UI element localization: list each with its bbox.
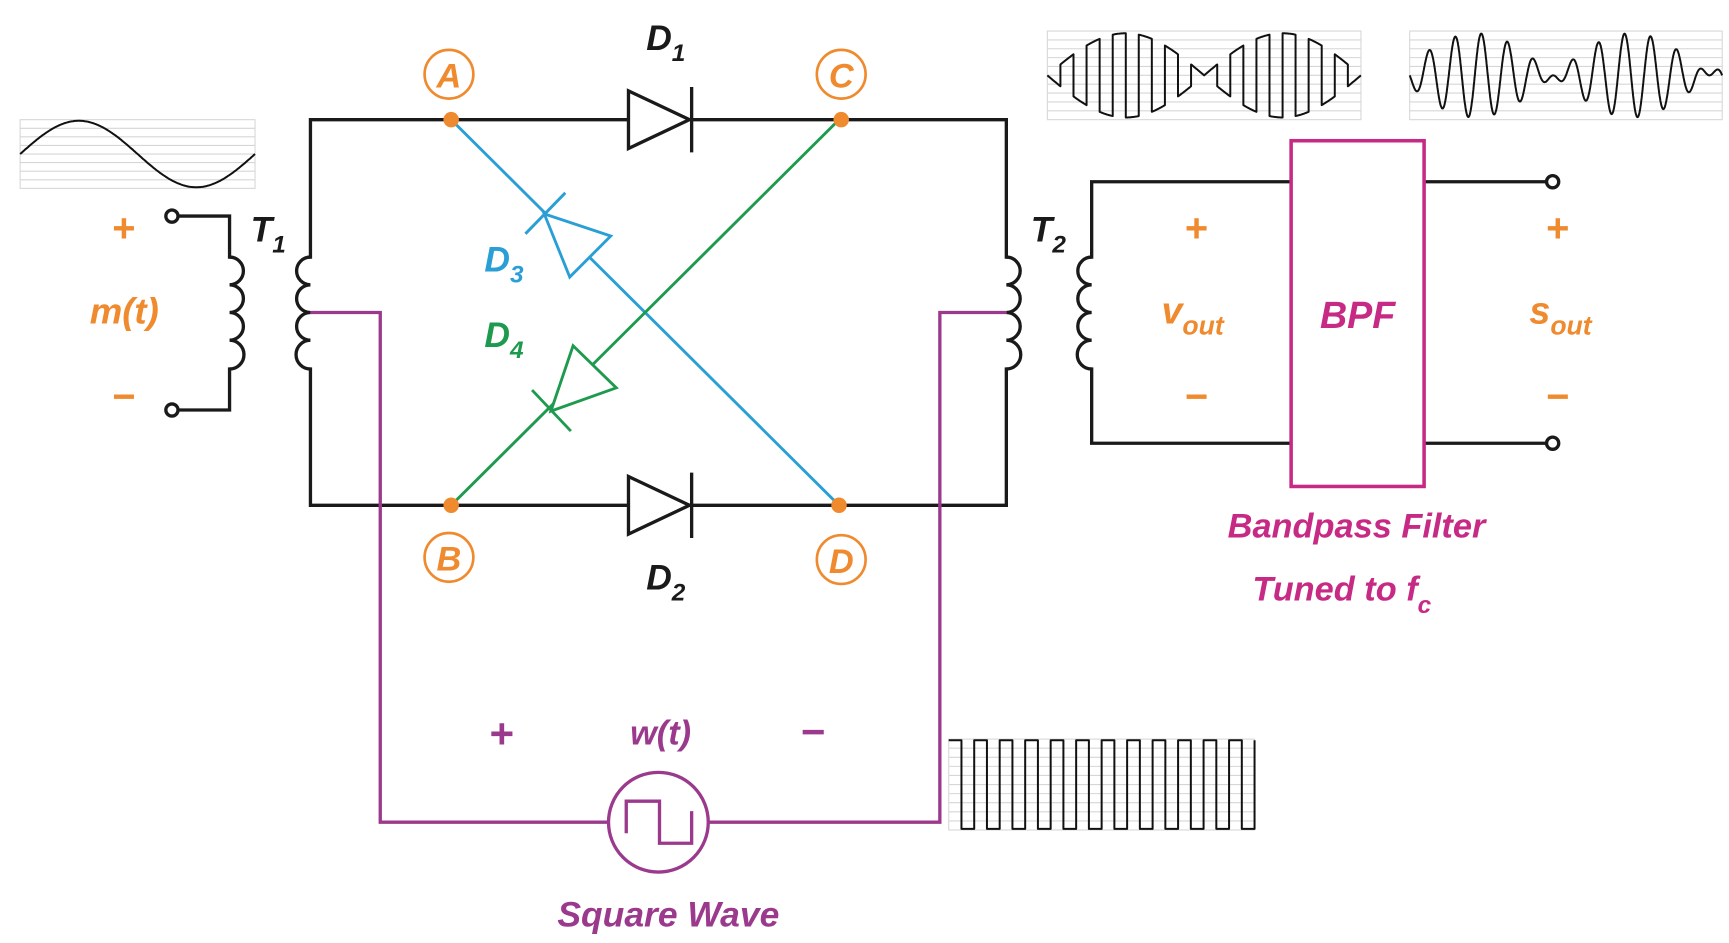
- square-wave-icon: [624, 799, 694, 845]
- t2-label: T2: [1031, 210, 1067, 259]
- d4-cathode-bar: [531, 389, 572, 433]
- t1-label: T1: [251, 210, 286, 259]
- input-top-wire: [175, 214, 232, 259]
- plot-gridlines: [20, 127, 256, 181]
- input-minus-terminal[interactable]: [164, 402, 180, 418]
- center-tap-left-wire: [310, 310, 608, 824]
- d3-cathode-bar: [524, 191, 567, 235]
- vout-bottom-wire: [1090, 367, 1293, 445]
- vout-label: vout: [1161, 290, 1224, 341]
- input-minus-sign: −: [112, 375, 135, 419]
- node-b-ring: [423, 531, 475, 584]
- plot-gridlines: [1409, 39, 1723, 112]
- bpf-caption-line1: Bandpass Filter: [1228, 507, 1487, 545]
- node-d-label: D: [829, 543, 854, 581]
- bpf-box: [1289, 138, 1426, 489]
- vout-minus-sign: −: [1184, 375, 1207, 419]
- input-plus-sign: +: [112, 207, 135, 251]
- node-b-label: B: [437, 541, 462, 579]
- bpf-label: BPF: [1320, 294, 1396, 336]
- message-sine-wave: [19, 119, 256, 189]
- d4-wire-b-to-c: [450, 118, 841, 507]
- source-minus-sign: −: [800, 708, 825, 755]
- node-a-ring: [423, 48, 475, 100]
- node-d[interactable]: D: [815, 497, 867, 586]
- message-waveform-plot: [19, 119, 256, 189]
- t1-secondary-coil: [294, 255, 311, 371]
- input-label-m-t: m(t): [90, 291, 159, 332]
- bandpass-filter-block[interactable]: BPF: [1289, 138, 1426, 489]
- center-tap-right-wire: [709, 310, 1007, 824]
- t2-primary-coil: [1006, 255, 1023, 371]
- square-wave-source[interactable]: [606, 770, 710, 874]
- sout-label: sout: [1529, 290, 1592, 341]
- bottom-left-wire: [308, 367, 628, 507]
- output-section: + − vout + − sout: [1090, 173, 1593, 451]
- input-port: + − m(t): [90, 207, 232, 419]
- d1-label: D1: [646, 18, 685, 67]
- node-a-label: A: [436, 58, 462, 96]
- d2-anode-triangle: [626, 473, 694, 537]
- sout-plus-terminal[interactable]: [1544, 173, 1561, 190]
- node-c[interactable]: C: [815, 48, 867, 128]
- sout-minus-sign: −: [1545, 375, 1568, 419]
- node-d-dot: [831, 497, 847, 514]
- source-caption: Square Wave: [557, 894, 779, 934]
- diode-d4: D4: [450, 118, 841, 507]
- d1-anode-triangle: [626, 88, 694, 152]
- sout-minus-terminal[interactable]: [1544, 435, 1561, 451]
- node-a-dot: [443, 111, 459, 128]
- bottom-right-wire: [692, 367, 1008, 507]
- modulated-square-wave: [1046, 32, 1362, 119]
- t1-primary-coil: [229, 255, 246, 371]
- sout-waveform-plot: [1408, 30, 1724, 121]
- diode-d1: D1: [626, 18, 694, 153]
- node-c-label: C: [829, 58, 855, 96]
- d2-label: D2: [646, 558, 686, 607]
- d4-triangle: [548, 343, 619, 414]
- transformer-t2: T2: [1006, 210, 1092, 371]
- top-right-wire: [692, 118, 1008, 259]
- bpf-caption-line2: Tuned to fc: [1252, 571, 1431, 619]
- t2-secondary-coil: [1075, 255, 1092, 371]
- input-bottom-wire: [175, 367, 232, 412]
- node-c-ring: [815, 48, 867, 100]
- node-c-dot: [833, 111, 849, 128]
- d3-triangle: [541, 211, 614, 280]
- vout-top-wire: [1090, 180, 1293, 259]
- square-waveform-plot: [948, 738, 1256, 831]
- top-left-wire: [308, 118, 628, 259]
- carrier-square-wave: [948, 739, 1256, 830]
- square-wave-source-loop: [310, 310, 1007, 824]
- transformer-t1: T1: [229, 210, 311, 371]
- sout-plus-sign: +: [1545, 207, 1568, 251]
- vout-waveform-plot: [1046, 30, 1362, 121]
- d4-label: D4: [484, 315, 524, 364]
- diode-d2: D2: [626, 472, 694, 607]
- source-plus-sign: +: [489, 710, 514, 757]
- node-b[interactable]: B: [423, 497, 475, 584]
- source-label-w-t: w(t): [630, 715, 691, 753]
- bridge-frame: [308, 118, 1008, 507]
- vout-plus-sign: +: [1184, 207, 1207, 251]
- dsb-sc-output-wave: [1408, 32, 1724, 119]
- node-b-dot: [443, 497, 459, 514]
- node-a[interactable]: A: [423, 48, 475, 128]
- d3-label: D3: [484, 239, 524, 288]
- node-d-ring: [815, 533, 867, 586]
- input-plus-terminal[interactable]: [164, 208, 180, 224]
